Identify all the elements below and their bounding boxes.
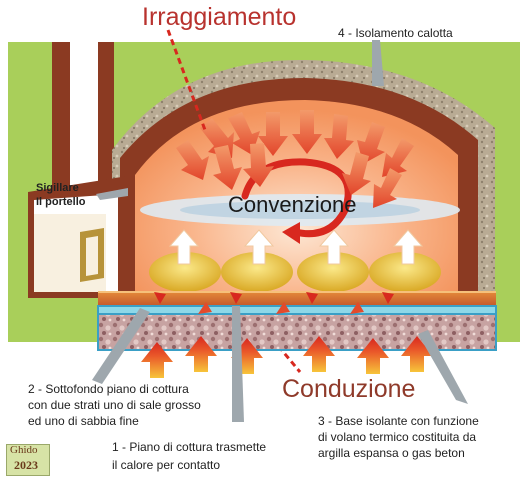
radiation-arrow bbox=[243, 143, 274, 187]
signature-name: Ghido bbox=[10, 444, 38, 456]
radiation-arrow bbox=[357, 122, 385, 164]
radiation-arrow bbox=[176, 140, 209, 180]
radiation-arrows bbox=[176, 110, 414, 208]
label-piano-2: il calore per contatto bbox=[112, 458, 221, 472]
radiation-arrow bbox=[258, 112, 288, 156]
label-irraggiamento: Irraggiamento bbox=[142, 3, 297, 31]
chimney-flue bbox=[70, 42, 98, 202]
radiation-arrow bbox=[292, 110, 322, 154]
heat-rise-arrow bbox=[243, 229, 275, 265]
label-sigillare-1: Sigillare bbox=[36, 182, 79, 194]
label-base-2: di volano termico costituita da bbox=[318, 430, 477, 444]
salt-sand-layer bbox=[98, 306, 496, 314]
label-sottofondo-2: con due strati uno di sale grosso bbox=[28, 398, 201, 412]
radiation-arrow bbox=[213, 145, 242, 190]
label-convenzione: Convenzione bbox=[228, 192, 357, 217]
label-base-1: 3 - Base isolante con funzione bbox=[318, 414, 479, 428]
label-sigillare-2: Il portello bbox=[36, 196, 86, 208]
label-sottofondo-3: ed uno di sabbia fine bbox=[28, 414, 139, 428]
heat-rise-arrow bbox=[318, 229, 350, 265]
label-isolamento: 4 - Isolamento calotta bbox=[338, 26, 453, 40]
heat-rise-arrow bbox=[168, 229, 200, 265]
radiation-arrow bbox=[342, 152, 371, 195]
radiation-arrow bbox=[324, 114, 354, 159]
conduction-arrow bbox=[401, 336, 433, 372]
label-conduzione: Conduzione bbox=[282, 375, 416, 403]
conduction-arrow bbox=[185, 336, 217, 372]
conduction-arrows bbox=[141, 336, 433, 378]
conduction-arrow bbox=[357, 338, 389, 374]
heat-rise-arrow bbox=[392, 229, 424, 265]
callout-pointer-sigillare bbox=[96, 188, 128, 200]
heat-rise-arrows bbox=[168, 229, 424, 265]
callout-pointer-base bbox=[418, 330, 468, 404]
bread-loaf bbox=[369, 252, 441, 292]
callout-pointer-sottofondo bbox=[92, 308, 150, 384]
label-piano-1: 1 - Piano di cottura trasmette bbox=[112, 440, 267, 454]
signature-badge bbox=[6, 444, 50, 476]
bread-loaf bbox=[149, 252, 221, 292]
bread-loaf bbox=[297, 252, 369, 292]
radiation-arrow bbox=[382, 138, 414, 177]
conduction-arrow bbox=[231, 338, 263, 374]
bread-loaves bbox=[149, 252, 441, 292]
callout-pointer-piano bbox=[232, 306, 244, 422]
signature-year: 2023 bbox=[14, 458, 38, 472]
conduction-arrow bbox=[303, 336, 335, 372]
label-base-3: argilla espansa o gas beton bbox=[318, 446, 465, 460]
radiation-arrow bbox=[373, 168, 402, 208]
floor-heat-arrows bbox=[154, 292, 394, 314]
bread-loaf bbox=[221, 252, 293, 292]
cooking-floor bbox=[98, 292, 496, 306]
conduction-arrow bbox=[141, 342, 173, 378]
callout-pointer-isolamento bbox=[372, 40, 384, 86]
label-sottofondo-1: 2 - Sottofondo piano di cottura bbox=[28, 382, 189, 396]
radiation-leader bbox=[166, 29, 207, 131]
